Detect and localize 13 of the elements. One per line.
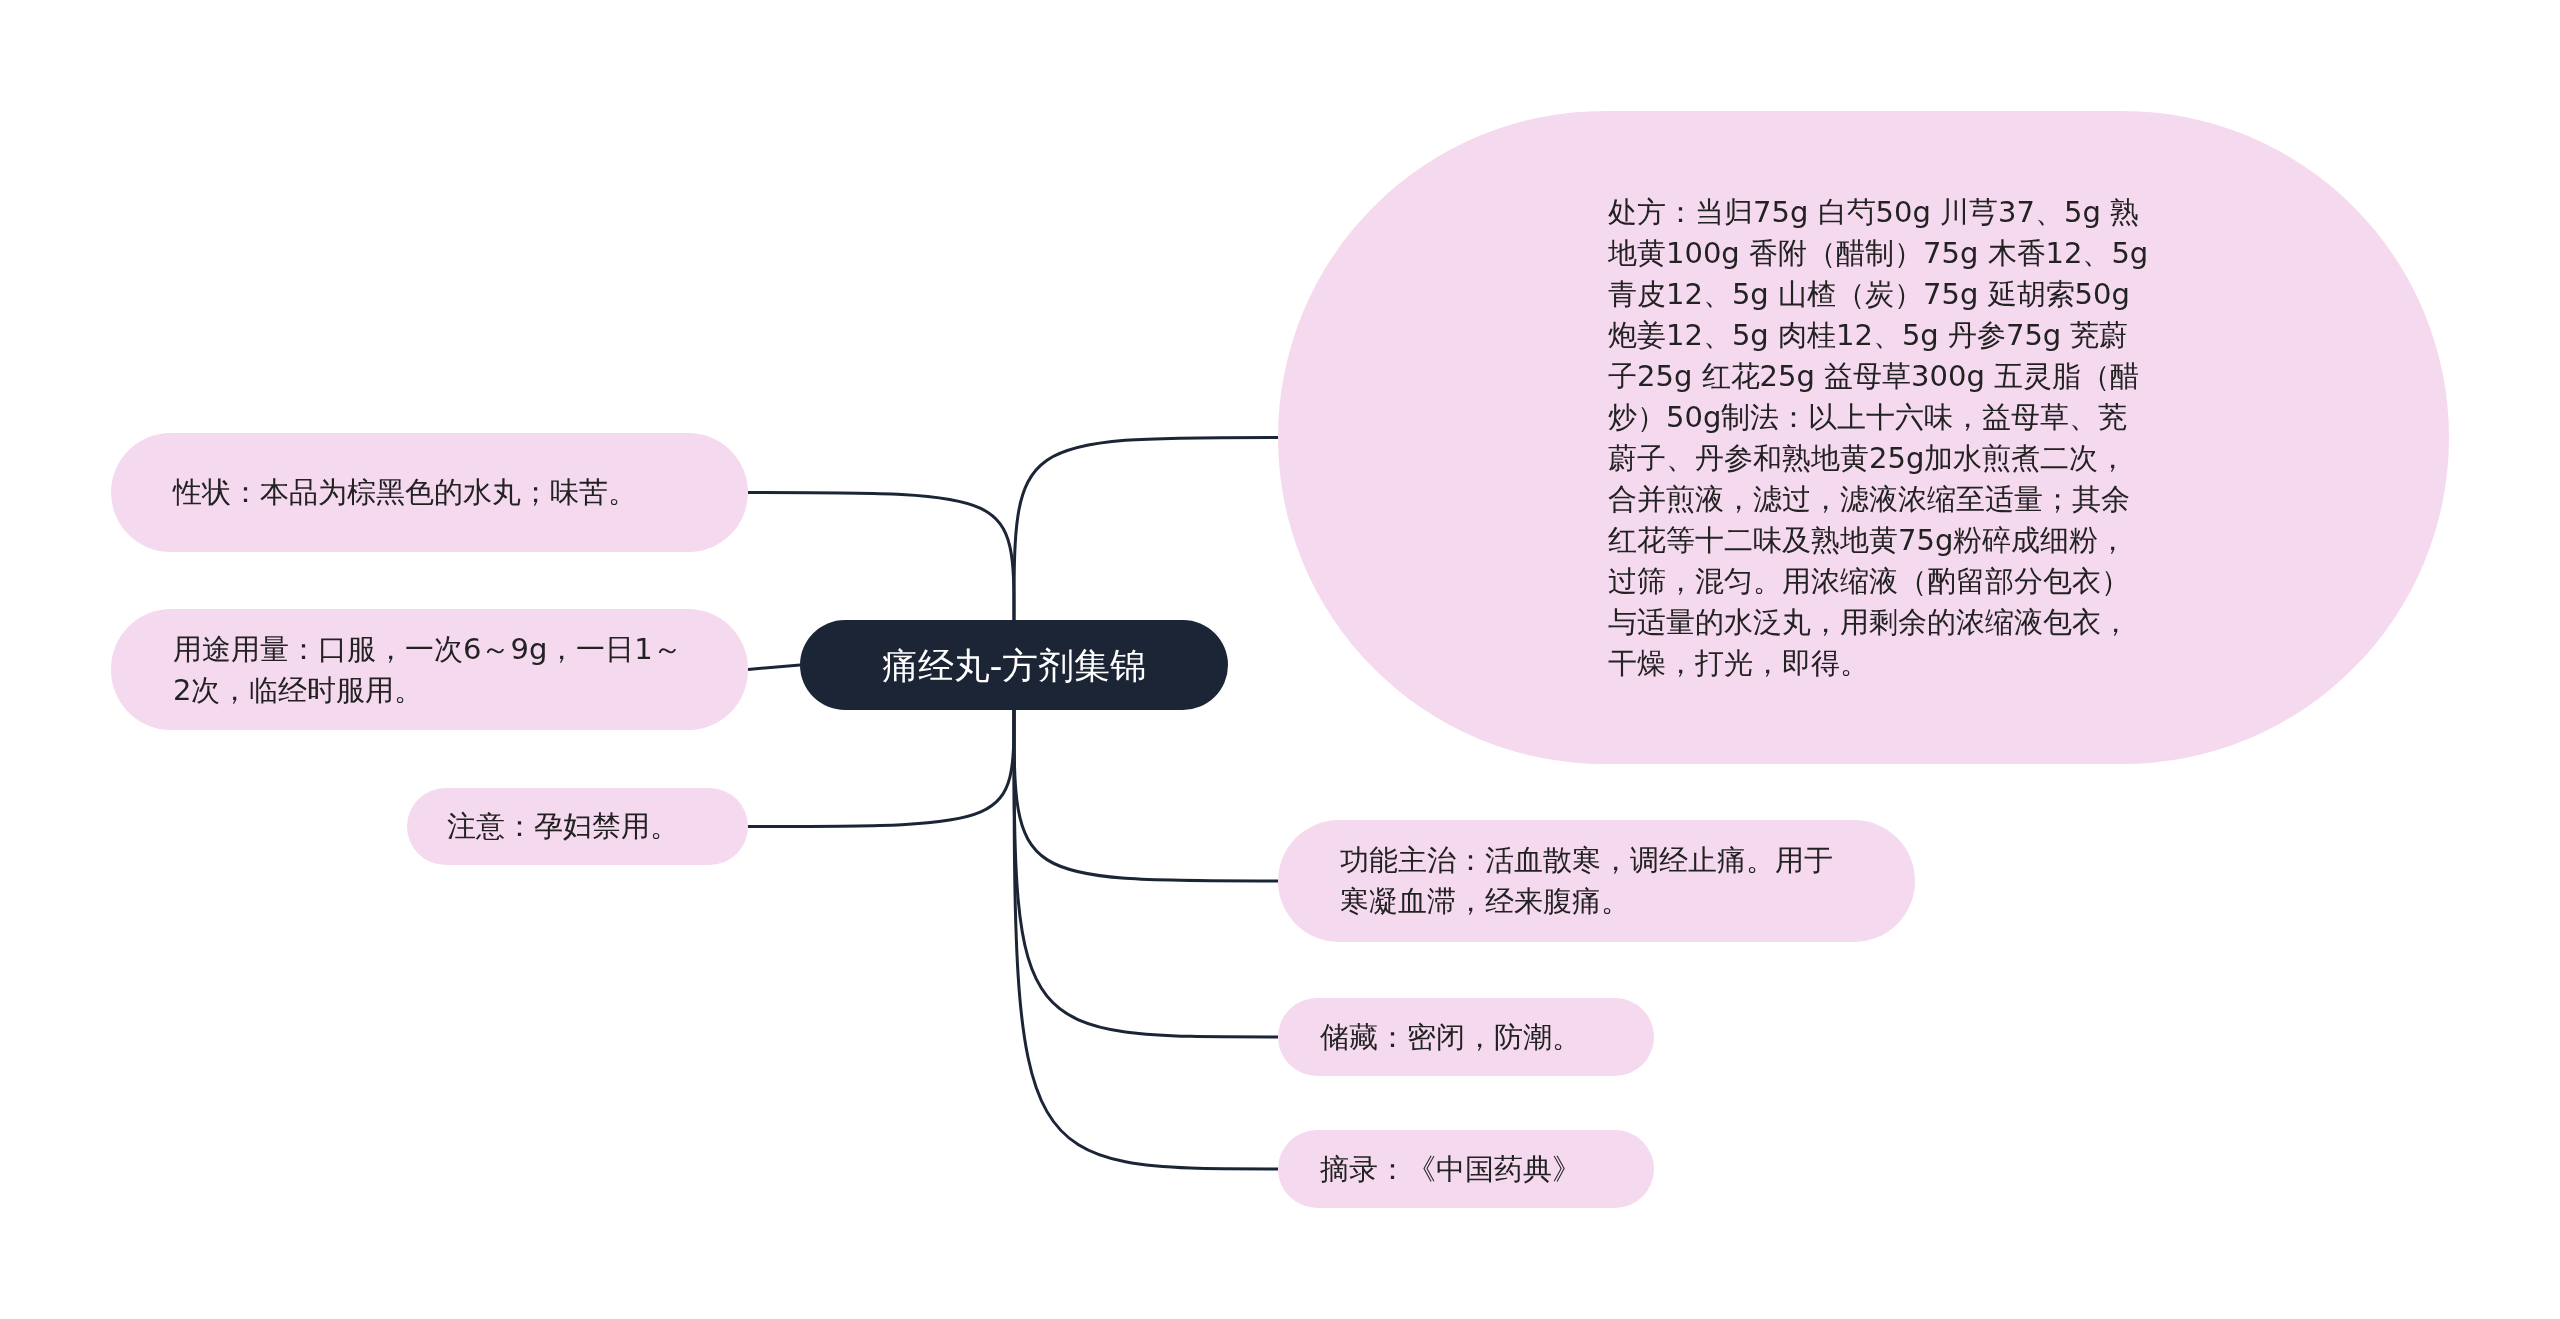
topic-box: 用途用量：口服，一次6～9g，一日1～2次，临经时服用。 [111,609,748,730]
connector [747,663,801,671]
topic-box: 储藏：密闭，防潮。 [1278,998,1654,1076]
connector [1012,436,1278,620]
topic-box: 注意：孕妇禁用。 [407,788,748,865]
connector [748,491,1016,620]
topic-box: 摘录：《中国药典》 [1278,1130,1654,1208]
central-topic: 痛经丸-方剂集锦 [800,620,1228,710]
connector [748,710,1016,828]
topic-box: 功能主治：活血散寒，调经止痛。用于寒凝血滞，经来腹痛。 [1278,820,1915,942]
topic-box: 性状：本品为棕黑色的水丸；味苦。 [111,433,748,552]
connector [1012,710,1278,1171]
topic-box: 处方：当归75g 白芍50g 川芎37、5g 熟地黄100g 香附（醋制）75g 木香12、5g 青皮12、5g 山楂（炭）75g 延胡索50g 炮姜12、5g 肉桂12、5g 丹参75g 茺蔚子25g 红花25g 益母草300g 五灵脂（醋炒）50g制法：以上十六味，益母草、茺蔚子、丹参和熟地黄25g加水煎煮二次，合并煎液，滤过，滤液浓缩至适量；其余红花等十二味及熟地黄75g粉碎成细粉，过筛，混匀。用浓缩液（酌留部分包衣）与适量的水泛丸，用剩余的浓缩液包衣，干燥，打光，即得。 [1278,111,2449,764]
